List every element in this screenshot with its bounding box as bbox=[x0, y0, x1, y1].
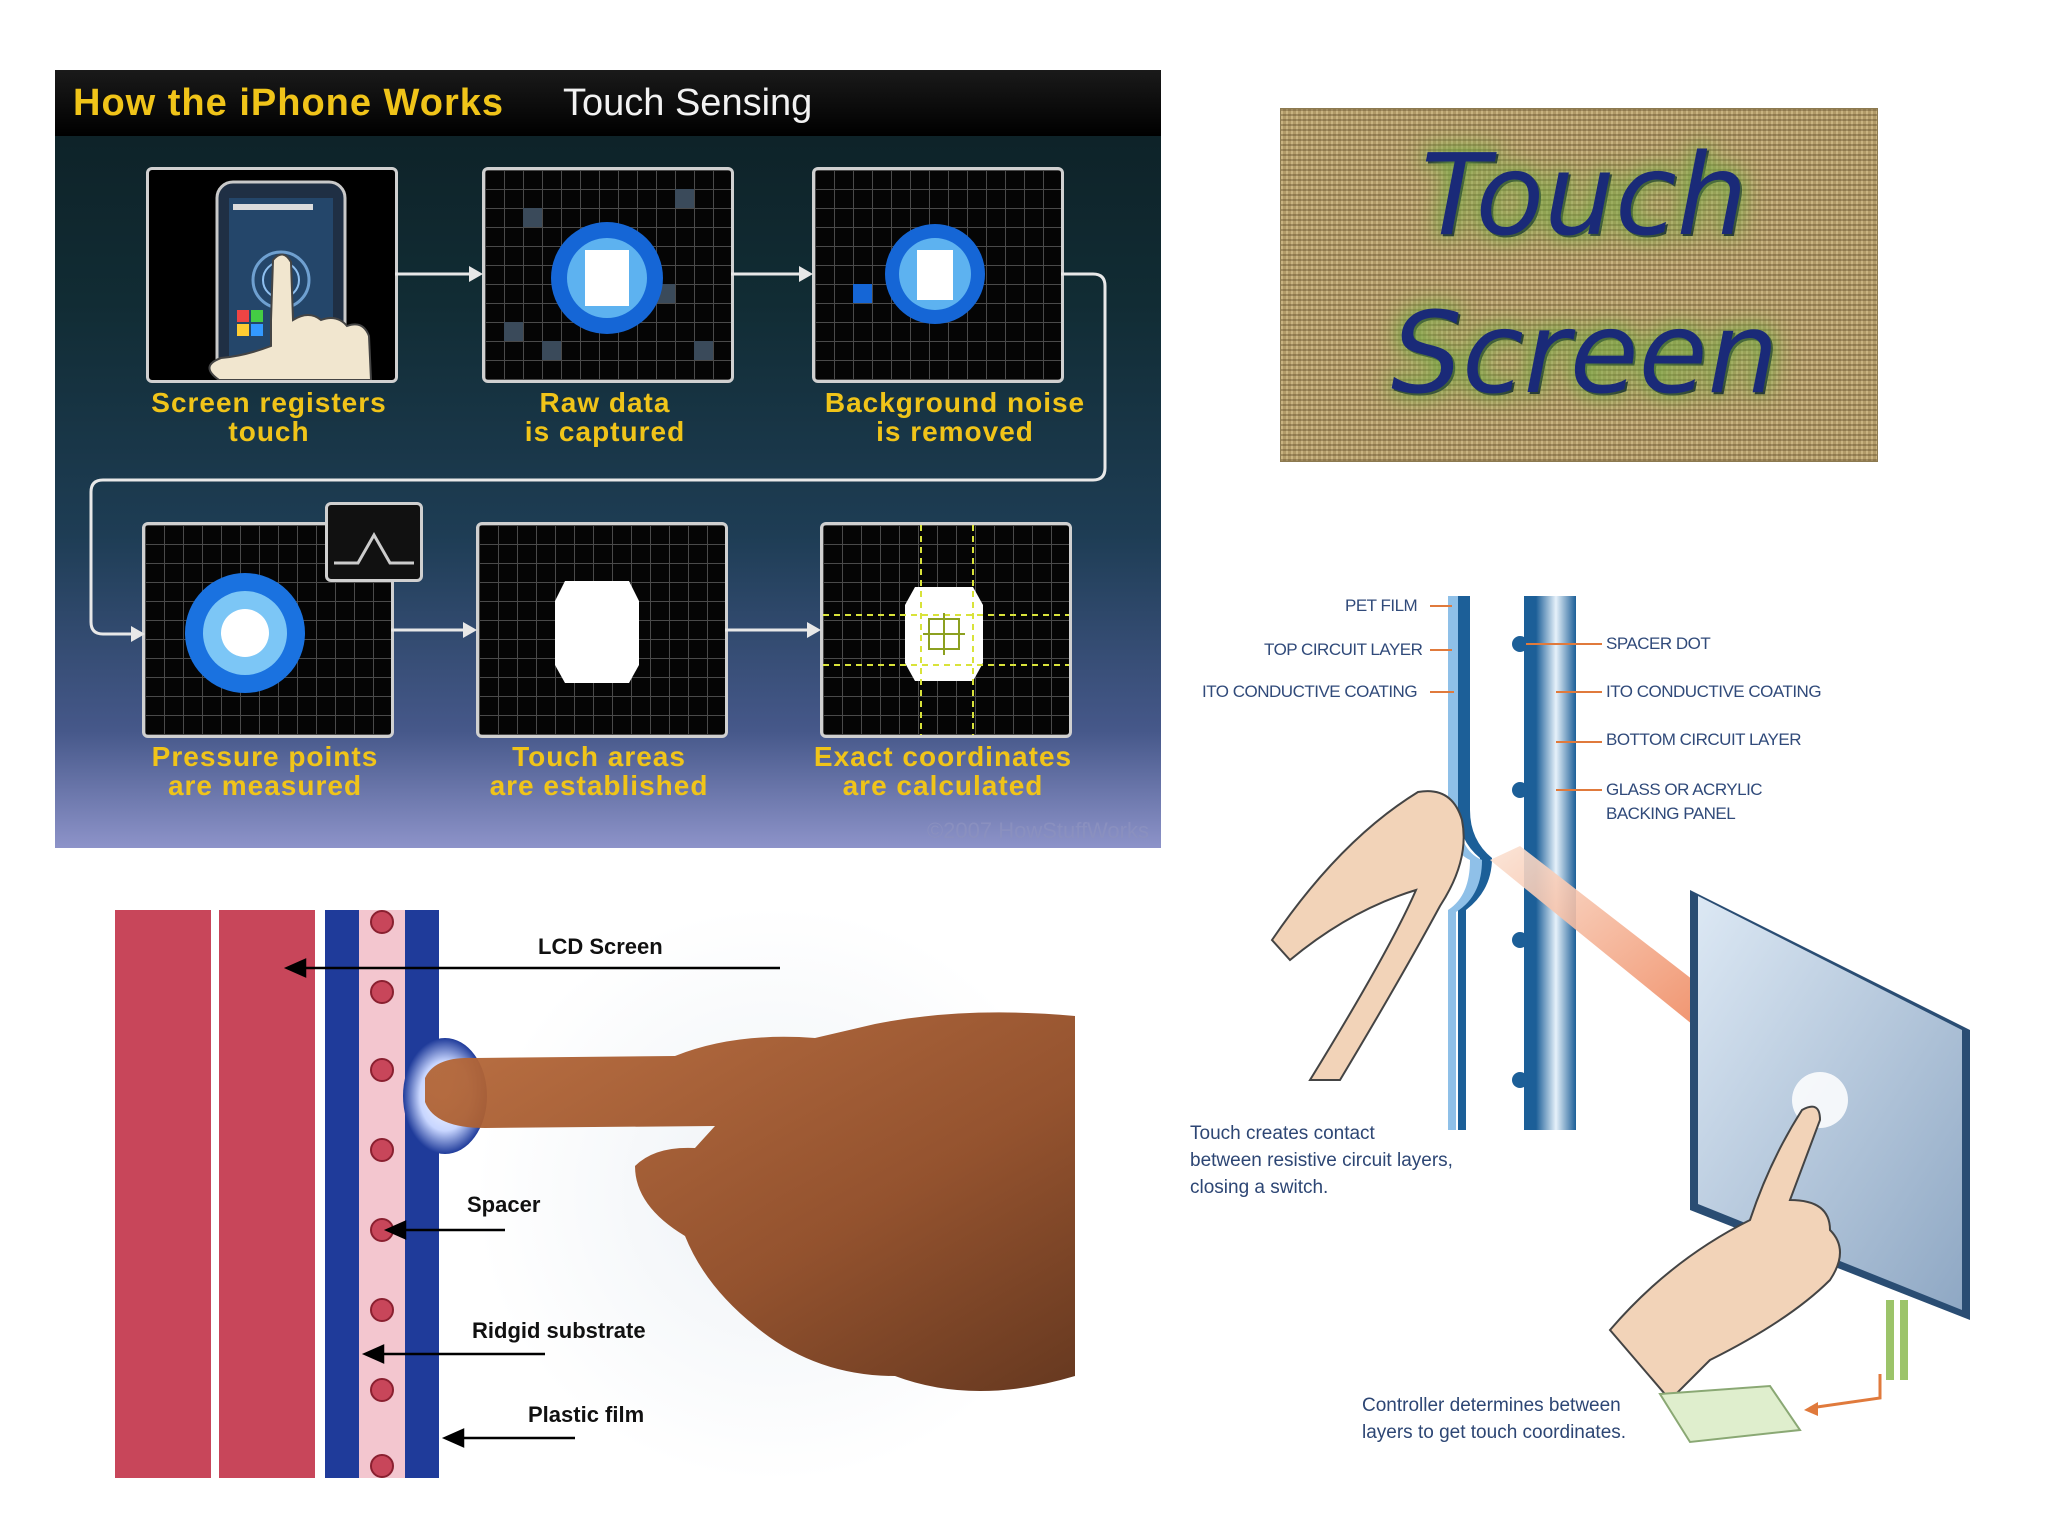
pressure-graph-inset bbox=[325, 502, 423, 582]
label-lcd-screen: LCD Screen bbox=[538, 934, 663, 959]
resistive-diagram-graphic bbox=[1270, 596, 1970, 1444]
phone-touch-icon bbox=[208, 180, 373, 380]
step-3-label: Background noise is removed bbox=[824, 387, 1086, 447]
lcd-diagram-graphic bbox=[115, 906, 1075, 1482]
title-word-screen: Screen bbox=[1391, 289, 1779, 419]
step-1-label: Screen registers touch bbox=[151, 387, 387, 447]
label-bottom-circuit-layer: BOTTOM CIRCUIT LAYER bbox=[1606, 730, 1801, 749]
lcd-layer-diagram: LCD Screen Spacer Ridgid substrate Plast… bbox=[115, 906, 1075, 1482]
label-rigid-substrate: Ridgid substrate bbox=[472, 1318, 646, 1343]
title-word-touch: Touch bbox=[1421, 131, 1748, 261]
iphone-touch-sensing-panel: How the iPhone Works Touch Sensing Scree… bbox=[55, 70, 1161, 848]
label-glass-panel-line2: BACKING PANEL bbox=[1606, 804, 1736, 823]
flow-arrows bbox=[89, 266, 1107, 642]
touch-screen-title-panel: Touch Screen bbox=[1280, 108, 1878, 462]
step-6-label: Exact coordinates are calculated bbox=[813, 741, 1073, 801]
label-ito-coating-left: ITO CONDUCTIVE COATING bbox=[1202, 682, 1418, 701]
panel-header: How the iPhone Works Touch Sensing bbox=[55, 70, 1161, 136]
step-2-label: Raw data is captured bbox=[524, 387, 686, 447]
copyright-text: ©2007 HowStuffWorks bbox=[926, 818, 1149, 843]
step-3-image bbox=[812, 167, 1064, 383]
label-top-circuit-layer: TOP CIRCUIT LAYER bbox=[1264, 640, 1423, 659]
panel-subtitle: Touch Sensing bbox=[563, 82, 813, 124]
resistive-touch-diagram: PET FILM TOP CIRCUIT LAYER ITO CONDUCTIV… bbox=[1190, 560, 2010, 1460]
caption-touch-contact: Touch creates contact between resistive … bbox=[1190, 1123, 1453, 1198]
caption-controller: Controller determines between layers to … bbox=[1362, 1395, 1627, 1443]
step-4-label: Pressure points are measured bbox=[151, 741, 379, 801]
label-spacer: Spacer bbox=[467, 1192, 541, 1217]
label-glass-panel-line1: GLASS OR ACRYLIC bbox=[1606, 780, 1763, 799]
panel-title: How the iPhone Works bbox=[73, 82, 505, 124]
label-pet-film: PET FILM bbox=[1345, 596, 1418, 615]
label-plastic-film: Plastic film bbox=[528, 1402, 645, 1427]
step-2-image bbox=[482, 167, 734, 383]
label-spacer-dot: SPACER DOT bbox=[1606, 634, 1711, 653]
step-6-image bbox=[820, 522, 1072, 738]
label-ito-coating-right: ITO CONDUCTIVE COATING bbox=[1606, 682, 1822, 701]
step-5-label: Touch areas are established bbox=[489, 741, 709, 801]
